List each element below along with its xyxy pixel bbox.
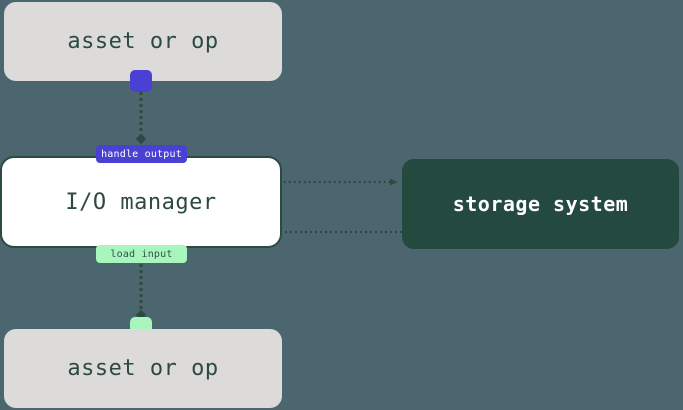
node-storage-system[interactable]: storage system xyxy=(402,159,679,249)
node-label: asset or op xyxy=(67,356,219,381)
node-label: storage system xyxy=(452,192,629,216)
node-io-manager[interactable]: I/O manager xyxy=(0,156,282,248)
edge-label-text: handle output xyxy=(101,148,182,160)
node-asset-or-op-bottom[interactable]: asset or op xyxy=(4,329,282,408)
node-asset-or-op-top[interactable]: asset or op xyxy=(4,2,282,81)
node-label: I/O manager xyxy=(65,189,217,215)
node-label: asset or op xyxy=(67,29,219,54)
edge-label-load-input[interactable]: load input xyxy=(96,245,187,263)
edge-label-handle-output[interactable]: handle output xyxy=(96,145,187,163)
edge-label-text: load input xyxy=(110,248,173,260)
output-port-handle[interactable] xyxy=(130,70,152,92)
